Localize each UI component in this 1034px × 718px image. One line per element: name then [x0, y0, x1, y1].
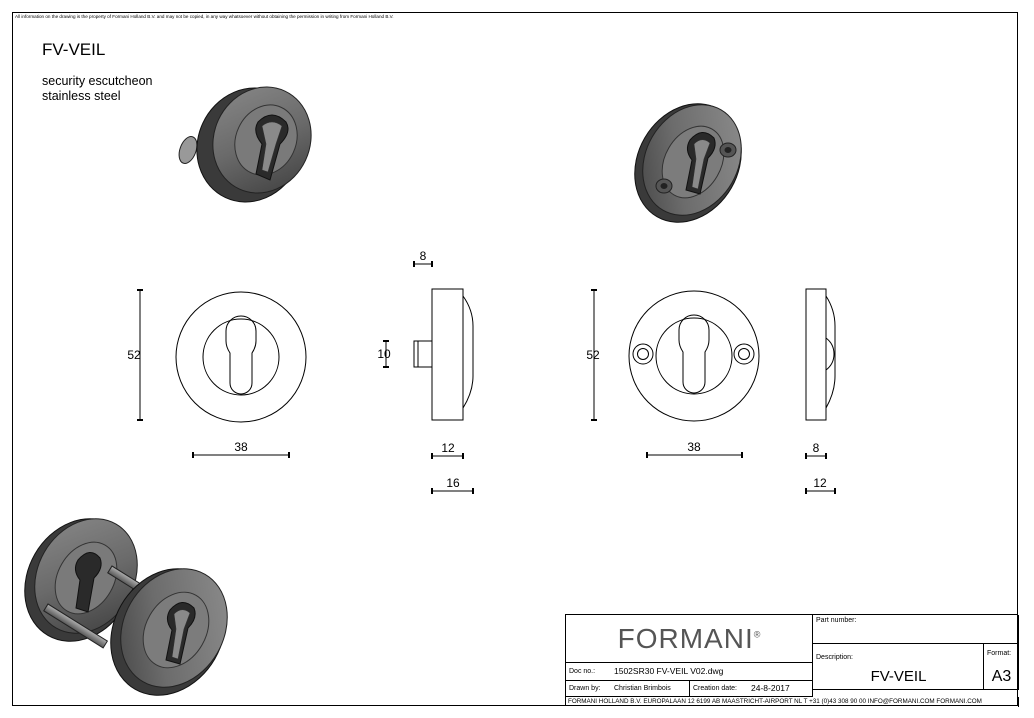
description-label: Description:: [816, 654, 853, 661]
iso-view-front-left: [178, 86, 312, 203]
dim-right-side-top: [805, 453, 827, 459]
dim-label-right-side-bottom: 12: [813, 476, 827, 490]
dim-right-side-bottom: [805, 488, 836, 494]
doc-no-value: 1502SR30 FV-VEIL V02.dwg: [614, 666, 724, 676]
dim-side-total: [431, 488, 474, 494]
format-label: Format:: [987, 650, 1012, 657]
logo-cell: FORMANI®: [566, 615, 813, 663]
dim-label-side-pin-width: 8: [420, 249, 427, 263]
side-view-right: [805, 288, 836, 421]
format-value: A3: [991, 668, 1012, 685]
creation-date-cell: Creation date: 24-8-2017: [690, 681, 813, 697]
format-cell: Format: A3: [984, 644, 1019, 690]
side-view-left: [413, 288, 474, 421]
formani-logo: FORMANI®: [617, 623, 762, 654]
drawn-by-cell: Drawn by: Christian Brimbois: [566, 681, 690, 697]
part-number-cell: Part number:: [813, 615, 1019, 644]
dim-left-height: [137, 289, 143, 421]
product-description-line1: security escutcheon: [42, 74, 153, 88]
drawn-by-label: Drawn by:: [569, 685, 601, 692]
product-title: FV-VEIL: [42, 40, 106, 59]
dim-label-left-width: 38: [234, 440, 248, 454]
dim-label-left-height: 52: [127, 348, 141, 362]
doc-no-row: Doc no.: 1502SR30 FV-VEIL V02.dwg: [566, 663, 813, 681]
drawn-by-value: Christian Brimbois: [614, 685, 671, 692]
description-cell: Description: FV-VEIL: [813, 644, 984, 690]
part-number-label: Part number:: [816, 617, 857, 624]
creation-date-label: Creation date:: [693, 685, 737, 692]
dim-right-width: [646, 452, 743, 458]
dim-right-height: [591, 289, 597, 421]
drawing-frame: [12, 12, 1018, 706]
title-block: FORMANI® Part number: Description: FV-VE…: [565, 614, 1019, 707]
dim-side-pin-width: [413, 261, 433, 267]
dim-label-side-pin-height: 10: [377, 347, 391, 361]
dim-label-side-total: 16: [446, 476, 460, 490]
doc-no-label: Doc no.:: [569, 668, 596, 675]
dim-label-right-width: 38: [687, 440, 701, 454]
dim-side-body: [431, 453, 464, 459]
front-view-left: [175, 291, 307, 423]
iso-view-front-right: [634, 103, 742, 223]
dim-side-pin-height: [383, 340, 389, 368]
dim-label-right-side-top: 8: [813, 441, 820, 455]
description-value: FV-VEIL: [870, 668, 927, 685]
iso-view-pair: [24, 518, 228, 696]
front-view-right: [628, 290, 760, 422]
creation-date-value: 24-8-2017: [751, 683, 790, 693]
company-footer: FORMANI HOLLAND B.V. EUROPALAAN 12 6199 …: [568, 698, 982, 705]
copyright-notice: All information on the drawing is the pr…: [15, 14, 394, 19]
dim-left-width: [192, 452, 290, 458]
dim-label-side-body: 12: [441, 441, 455, 455]
footer-row: FORMANI HOLLAND B.V. EUROPALAAN 12 6199 …: [566, 697, 1019, 707]
product-description-line2: stainless steel: [42, 89, 121, 103]
dim-label-right-height: 52: [586, 348, 600, 362]
